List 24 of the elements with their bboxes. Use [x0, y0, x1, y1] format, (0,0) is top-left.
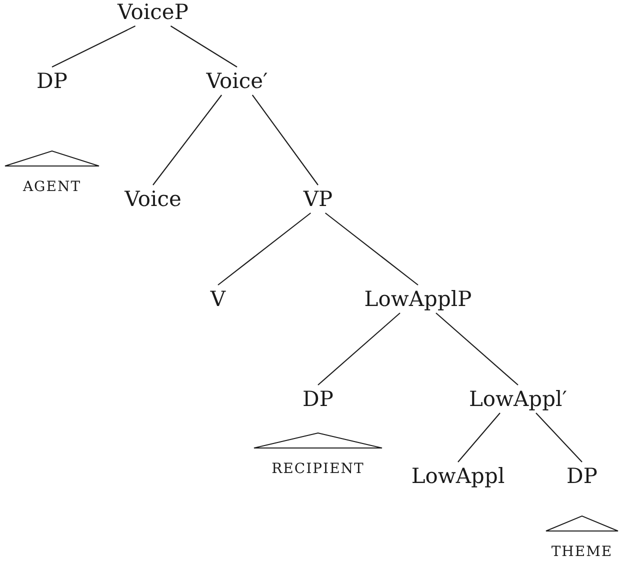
- category-label: DP: [566, 464, 598, 488]
- tree-branch: [170, 26, 238, 68]
- category-label: LowAppl: [411, 464, 505, 488]
- tree-branch: [218, 212, 312, 286]
- category-label: V: [210, 287, 226, 311]
- terminal-label: RECIPIENT: [272, 461, 364, 477]
- tree-branch: [318, 312, 400, 386]
- tree-branch: [52, 26, 136, 68]
- tree-branch: [458, 412, 500, 462]
- category-label: Voice: [124, 187, 182, 211]
- category-label: DP: [36, 69, 68, 93]
- tree-branch: [536, 412, 582, 462]
- tree-branch: [252, 94, 318, 186]
- category-label: VoiceP: [118, 0, 188, 24]
- category-label: Voice′: [206, 69, 268, 93]
- terminal-label: THEME: [551, 544, 613, 560]
- tree-branch: [324, 212, 418, 286]
- tree-branch: [436, 312, 518, 386]
- category-label: LowApplP: [364, 287, 472, 311]
- tree-branch: [152, 94, 222, 186]
- category-label: VP: [303, 187, 333, 211]
- category-label: LowAppl′: [468, 387, 568, 411]
- terminal-label: AGENT: [22, 179, 82, 195]
- category-label: DP: [302, 387, 334, 411]
